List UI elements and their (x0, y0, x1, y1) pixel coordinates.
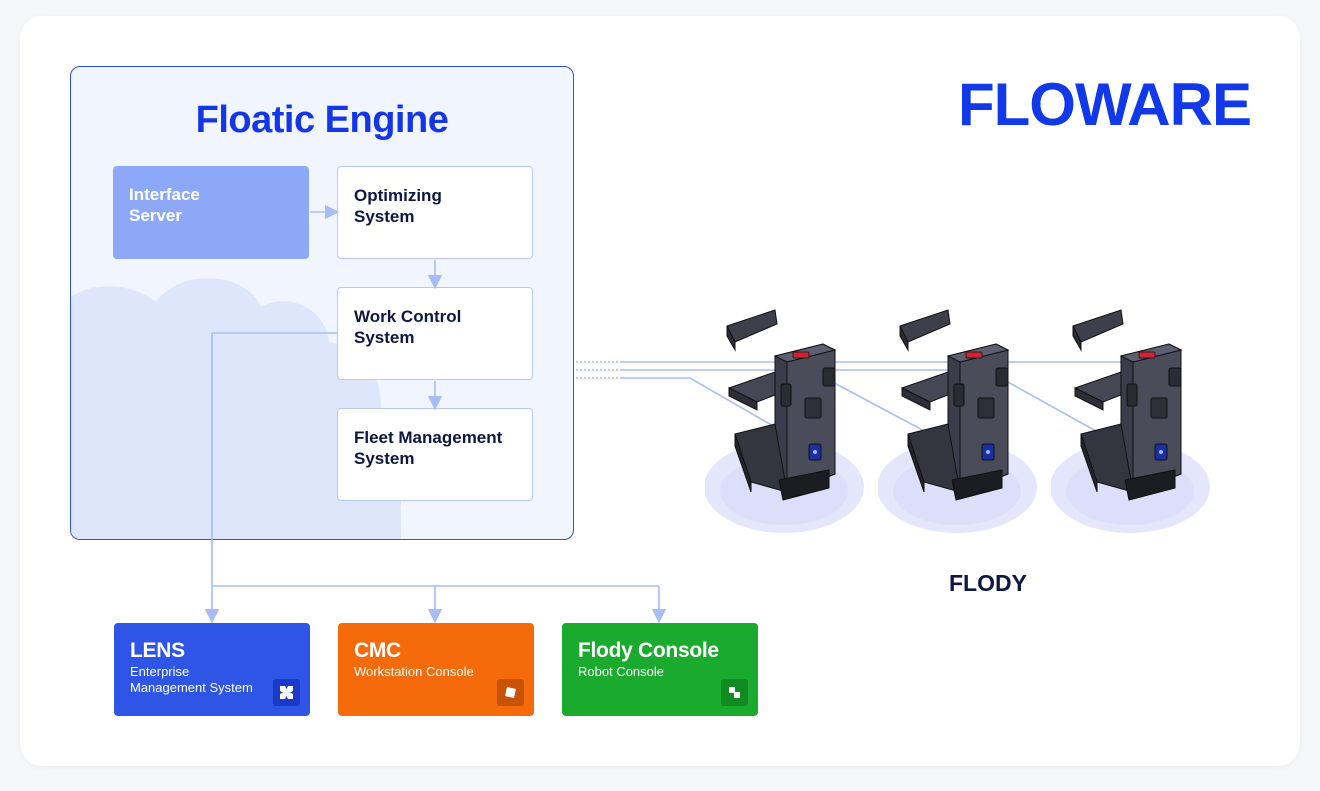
cmc-logo-icon (497, 679, 524, 706)
interface-server-box: Interface Server (113, 166, 309, 259)
lens-title: LENS (130, 639, 185, 662)
lens-logo-icon (273, 679, 300, 706)
work-control-system-box: Work Control System (337, 287, 533, 380)
lens-console-card[interactable]: LENS Enterprise Management System (114, 623, 310, 716)
flody-robot-2 (878, 309, 1037, 533)
flody-label: FLODY (949, 570, 1027, 596)
fleet-management-system-box: Fleet Management System (337, 408, 533, 501)
cmc-subtitle: Workstation Console (354, 664, 474, 679)
flody-robot-3 (1051, 309, 1210, 533)
cmc-title: CMC (354, 639, 401, 662)
flody-console-title: Flody Console (578, 639, 719, 662)
lens-subtitle: Enterprise Management System (130, 664, 253, 695)
floware-logo: FLOWARE (958, 71, 1252, 138)
flody-console-subtitle: Robot Console (578, 664, 664, 679)
floatic-engine-panel: Floatic Engine Interface Server Optimizi… (70, 66, 574, 540)
flody-robot-1 (705, 309, 864, 533)
flody-console-logo-icon (721, 679, 748, 706)
cmc-console-card[interactable]: CMC Workstation Console (338, 623, 534, 716)
flody-console-card[interactable]: Flody Console Robot Console (562, 623, 758, 716)
engine-title: Floatic Engine (195, 99, 449, 141)
optimizing-system-box: Optimizing System (337, 166, 533, 259)
